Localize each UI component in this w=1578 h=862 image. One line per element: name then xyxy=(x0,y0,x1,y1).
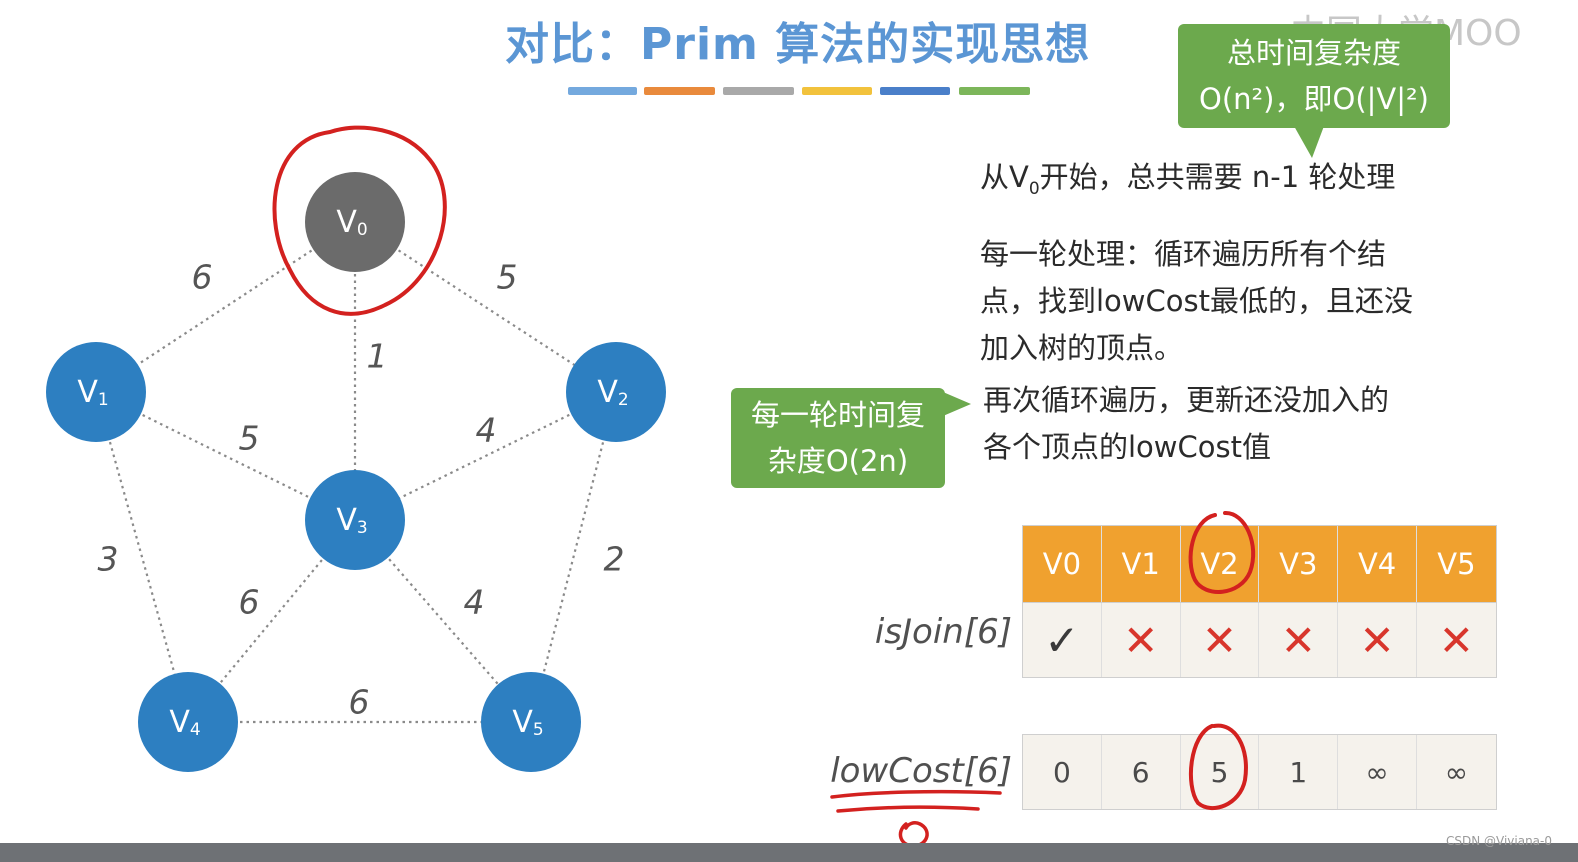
round-complexity-line1: 每一轮时间复 xyxy=(750,398,925,432)
title-underline-segment xyxy=(723,87,794,95)
round-description-line2: 点，找到lowCost最低的，且还没 xyxy=(980,284,1413,318)
edge-weight-label: 3 xyxy=(98,540,119,579)
isjoin-cell-cross-icon: ✕ xyxy=(1338,603,1417,677)
edge-weight-label: 5 xyxy=(497,258,518,297)
header-cell: V4 xyxy=(1338,526,1417,602)
edge-v1-v4 xyxy=(94,391,190,723)
lowcost-label: lowCost[6] xyxy=(830,751,1012,791)
header-cell: V5 xyxy=(1416,526,1496,602)
title-underline-segment xyxy=(568,87,637,95)
isjoin-cell-check-icon: ✓ xyxy=(1023,603,1102,677)
round-complexity-callout-pointer xyxy=(943,392,971,416)
lowcost-row: 0 6 5 1 ∞ ∞ xyxy=(1022,734,1497,810)
vertex-label: V1 xyxy=(77,375,108,411)
edge-weight-label: 6 xyxy=(349,683,370,722)
lowcost-cell: ∞ xyxy=(1416,735,1496,809)
edge-weight-label: 4 xyxy=(476,411,497,450)
vertex-label: V4 xyxy=(169,705,200,741)
round-description-line1: 每一轮处理：循环遍历所有个结 xyxy=(980,237,1387,271)
edge-weight-label: 5 xyxy=(239,419,260,458)
lowcost-cell: 6 xyxy=(1101,735,1181,809)
isjoin-cell-cross-icon: ✕ xyxy=(1180,603,1260,677)
vertex-header-row: V0 V1 V2 V3 V4 V5 xyxy=(1022,525,1497,603)
slide-title: 对比：Prim 算法的实现思想 xyxy=(505,19,1091,70)
title-underline-segment xyxy=(802,87,872,95)
vertex-label: V5 xyxy=(512,705,543,741)
header-cell: V3 xyxy=(1259,526,1339,602)
start-description: 从V0开始，总共需要 n-1 轮处理 xyxy=(980,160,1396,199)
header-cell: V2 xyxy=(1180,526,1260,602)
header-cell: V0 xyxy=(1023,526,1102,602)
round-description: 每一轮处理：循环遍历所有个结 点，找到lowCost最低的，且还没 加入树的顶点… xyxy=(980,231,1413,372)
isjoin-label: isJoin[6] xyxy=(874,612,1012,652)
total-complexity-callout-pointer xyxy=(1294,126,1324,158)
isjoin-cell-cross-icon: ✕ xyxy=(1101,603,1181,677)
edge-weight-label: 4 xyxy=(464,583,485,622)
update-description-line2: 各个顶点的lowCost值 xyxy=(983,430,1271,464)
title-underline-segment xyxy=(880,87,950,95)
vertex-v2 xyxy=(566,342,666,442)
lowcost-cell: 1 xyxy=(1259,735,1339,809)
start-vertex-subscript: 0 xyxy=(1028,178,1040,199)
edge-weight-label: 6 xyxy=(192,258,213,297)
round-description-line3: 加入树的顶点。 xyxy=(980,331,1184,365)
isjoin-cell-cross-icon: ✕ xyxy=(1259,603,1339,677)
player-bottom-bar xyxy=(0,843,1578,862)
lowcost-cell: 5 xyxy=(1180,735,1260,809)
lowcost-cell: 0 xyxy=(1023,735,1102,809)
credit-text: CSDN @Viviana-0 xyxy=(1445,834,1552,848)
edge-weight-label: 2 xyxy=(604,540,625,579)
isjoin-row: ✓ ✕ ✕ ✕ ✕ ✕ xyxy=(1022,602,1497,678)
vertex-label: V2 xyxy=(597,375,628,411)
lowcost-underline-annotation xyxy=(836,805,980,813)
edge-v3-v4 xyxy=(187,519,356,723)
vertex-v5 xyxy=(481,672,581,772)
edge-v2-v5 xyxy=(529,391,618,723)
title-underline-segment xyxy=(644,87,715,95)
total-complexity-callout: 总时间复杂度 O(n²)，即O(|V|²) xyxy=(1178,24,1450,128)
edge-weight-label: 1 xyxy=(367,337,388,376)
vertex-v4 xyxy=(138,672,238,772)
isjoin-cell-cross-icon: ✕ xyxy=(1416,603,1496,677)
vertex-label: V3 xyxy=(336,503,367,539)
update-description: 再次循环遍历，更新还没加入的 各个顶点的lowCost值 xyxy=(983,377,1389,471)
edge-weight-label: 6 xyxy=(239,583,260,622)
vertex-v1 xyxy=(46,342,146,442)
header-cell: V1 xyxy=(1101,526,1181,602)
total-complexity-line1: 总时间复杂度 xyxy=(1226,36,1401,70)
title-underline-segment xyxy=(959,87,1030,95)
update-description-line1: 再次循环遍历，更新还没加入的 xyxy=(983,383,1390,417)
vertex-v3 xyxy=(305,470,405,570)
round-complexity-callout: 每一轮时间复 杂度O(2n) xyxy=(731,388,945,488)
lowcost-cell: ∞ xyxy=(1338,735,1417,809)
lowcost-underline-annotation xyxy=(830,789,1002,799)
total-complexity-line2: O(n²)，即O(|V|²) xyxy=(1199,82,1429,116)
round-complexity-line2: 杂度O(2n) xyxy=(767,444,909,478)
